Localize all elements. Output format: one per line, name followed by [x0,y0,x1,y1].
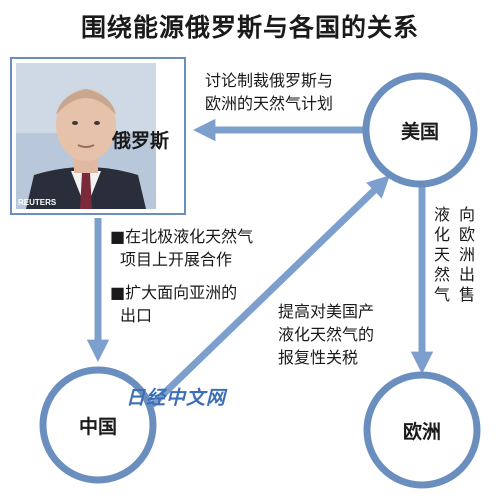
china-usa-line3: 报复性关税 [278,348,359,367]
usa-europe-char: 天 [433,245,450,264]
node-europe-label: 欧洲 [402,421,441,443]
node-china-label: 中国 [78,416,117,438]
usa-europe-char: 气 [433,285,450,304]
china-usa-annotation: 提高对美国产 液化天然气的 报复性关税 [278,300,374,369]
china-usa-line1: 提高对美国产 [278,302,375,321]
usa-europe-col-right: 向 欧 洲 出 售 [458,205,476,305]
node-europe-circle [363,371,481,489]
portrait-image: REUTERS [16,63,156,209]
usa-europe-char: 液 [433,205,450,224]
usa-europe-col-left: 液 化 天 然 气 [433,205,451,305]
usa-europe-char: 向 [458,205,475,224]
usa-russia-line2: 欧洲的天然气计划 [205,94,334,113]
arrow-china-to-usa [149,175,391,408]
usa-europe-char: 出 [458,265,475,284]
usa-europe-char: 售 [458,285,475,304]
china-usa-line2: 液化天然气的 [278,325,375,344]
usa-russia-line1: 讨论制裁俄罗斯与 [205,71,334,90]
node-russia-label: 俄罗斯 [112,130,170,152]
russia-china-annotation: ■在北极液化天然气 项目上开展合作 ■扩大面向亚洲的 出口 [110,225,253,327]
photo-credit: REUTERS [18,198,57,207]
diagram-title: 围绕能源俄罗斯与各国的关系 [80,13,419,42]
usa-europe-char: 洲 [458,245,475,264]
usa-europe-char: 欧 [458,225,475,244]
usa-russia-annotation: 讨论制裁俄罗斯与 欧洲的天然气计划 [205,69,333,115]
russia-china-item1-line1: ■在北极液化天然气 [110,227,254,246]
russia-china-item2-line1: ■扩大面向亚洲的 [110,283,238,302]
usa-europe-char: 化 [433,225,450,244]
usa-europe-char: 然 [433,265,450,284]
watermark-text: 日经中文网 [126,387,227,409]
russia-china-item1-line2: 项目上开展合作 [120,250,233,269]
russia-china-item2-line2: 出口 [120,306,153,325]
russia-photo-box: REUTERS 俄罗斯 [10,57,186,215]
node-china-circle [39,366,157,484]
node-usa-circle [362,72,478,188]
node-usa-label: 美国 [400,121,439,143]
